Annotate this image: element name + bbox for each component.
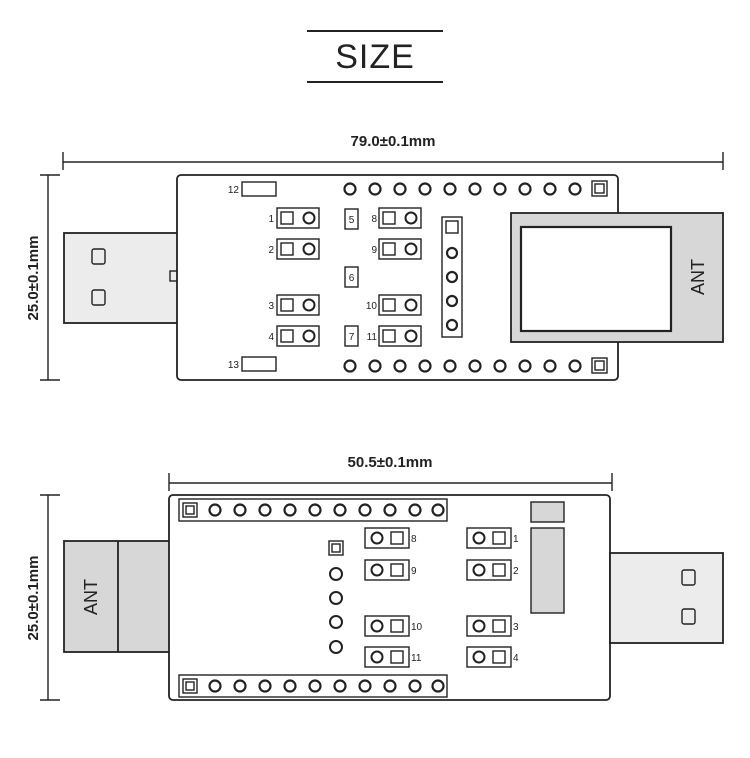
top-pad-label-4: 4: [268, 332, 274, 343]
top-header-row-upper: [343, 180, 608, 197]
bottom-vertical-header: [328, 540, 344, 654]
bottom-jumper-2: [466, 559, 512, 581]
title-box: SIZE: [307, 30, 443, 83]
bottom-width-dimension-label: 50.5±0.1mm: [348, 454, 433, 471]
top-jumper-4: [276, 325, 320, 347]
bottom-jumper-1: [466, 527, 512, 549]
top-width-dimension-line: [62, 152, 724, 170]
top-header-row-lower: [343, 357, 608, 374]
bottom-usb-connector: [609, 552, 724, 644]
page-title: SIZE: [335, 38, 415, 76]
top-pad-label-7: 7: [349, 332, 355, 343]
top-jumper-2: [276, 238, 320, 260]
bottom-pad-label-9: 9: [411, 566, 417, 577]
bottom-jumper-8: [364, 527, 410, 549]
top-pad-label-6: 6: [349, 273, 355, 284]
top-pad-label-3: 3: [268, 301, 274, 312]
top-jumper-9: [378, 238, 422, 260]
top-pad-label-11: 11: [367, 332, 378, 343]
bottom-header-row-lower: [178, 674, 448, 698]
bottom-pad-label-1: 1: [513, 534, 519, 545]
bottom-pad-label-2: 2: [513, 566, 519, 577]
bottom-jumper-3: [466, 615, 512, 637]
bottom-component-tall: [530, 527, 565, 614]
top-pad-label-8: 8: [371, 214, 377, 225]
bottom-pad-label-8: 8: [411, 534, 417, 545]
bottom-height-dimension-label: 25.0±0.1mm: [25, 556, 42, 641]
top-pad-label-1: 1: [268, 214, 274, 225]
top-height-dimension-label: 25.0±0.1mm: [25, 236, 42, 321]
bottom-pad-label-10: 10: [411, 622, 423, 633]
bottom-width-dimension-line: [168, 473, 613, 491]
top-jumper-1: [276, 207, 320, 229]
bottom-pad-label-4: 4: [513, 653, 519, 664]
top-jumper-10: [378, 294, 422, 316]
top-pad-6: [344, 266, 359, 288]
bottom-jumper-4: [466, 646, 512, 668]
top-pad-label-10: 10: [366, 301, 378, 312]
bottom-view: [40, 473, 724, 701]
top-antenna-module: [510, 212, 724, 343]
top-pad-label-9: 9: [371, 245, 377, 256]
top-width-dimension-label: 79.0±0.1mm: [351, 133, 436, 150]
top-jumper-11: [378, 325, 422, 347]
bottom-pad-label-11: 11: [411, 653, 422, 664]
top-vertical-header: [441, 216, 463, 338]
bottom-jumper-9: [364, 559, 410, 581]
top-height-dimension-line: [40, 174, 60, 381]
bottom-pad-label-3: 3: [513, 622, 519, 633]
top-pad-label-13: 13: [228, 360, 240, 371]
bottom-jumper-10: [364, 615, 410, 637]
top-view: [40, 152, 724, 381]
top-pad-label-2: 2: [268, 245, 274, 256]
top-pad-13: [241, 356, 277, 372]
top-jumper-3: [276, 294, 320, 316]
top-pad-label-12: 12: [228, 185, 240, 196]
bottom-component-small: [530, 501, 565, 523]
bottom-antenna-label: ANT: [81, 579, 101, 615]
top-pad-5: [344, 208, 359, 230]
top-antenna-label: ANT: [688, 259, 708, 295]
bottom-height-dimension-line: [40, 494, 60, 701]
top-pad-label-5: 5: [349, 215, 355, 226]
bottom-header-row-upper: [178, 498, 448, 522]
title-wrap: SIZE: [0, 30, 750, 83]
bottom-jumper-11: [364, 646, 410, 668]
top-pad-12: [241, 181, 277, 197]
top-pad-7: [344, 325, 359, 347]
top-usb-connector: [63, 232, 195, 324]
top-jumper-8: [378, 207, 422, 229]
